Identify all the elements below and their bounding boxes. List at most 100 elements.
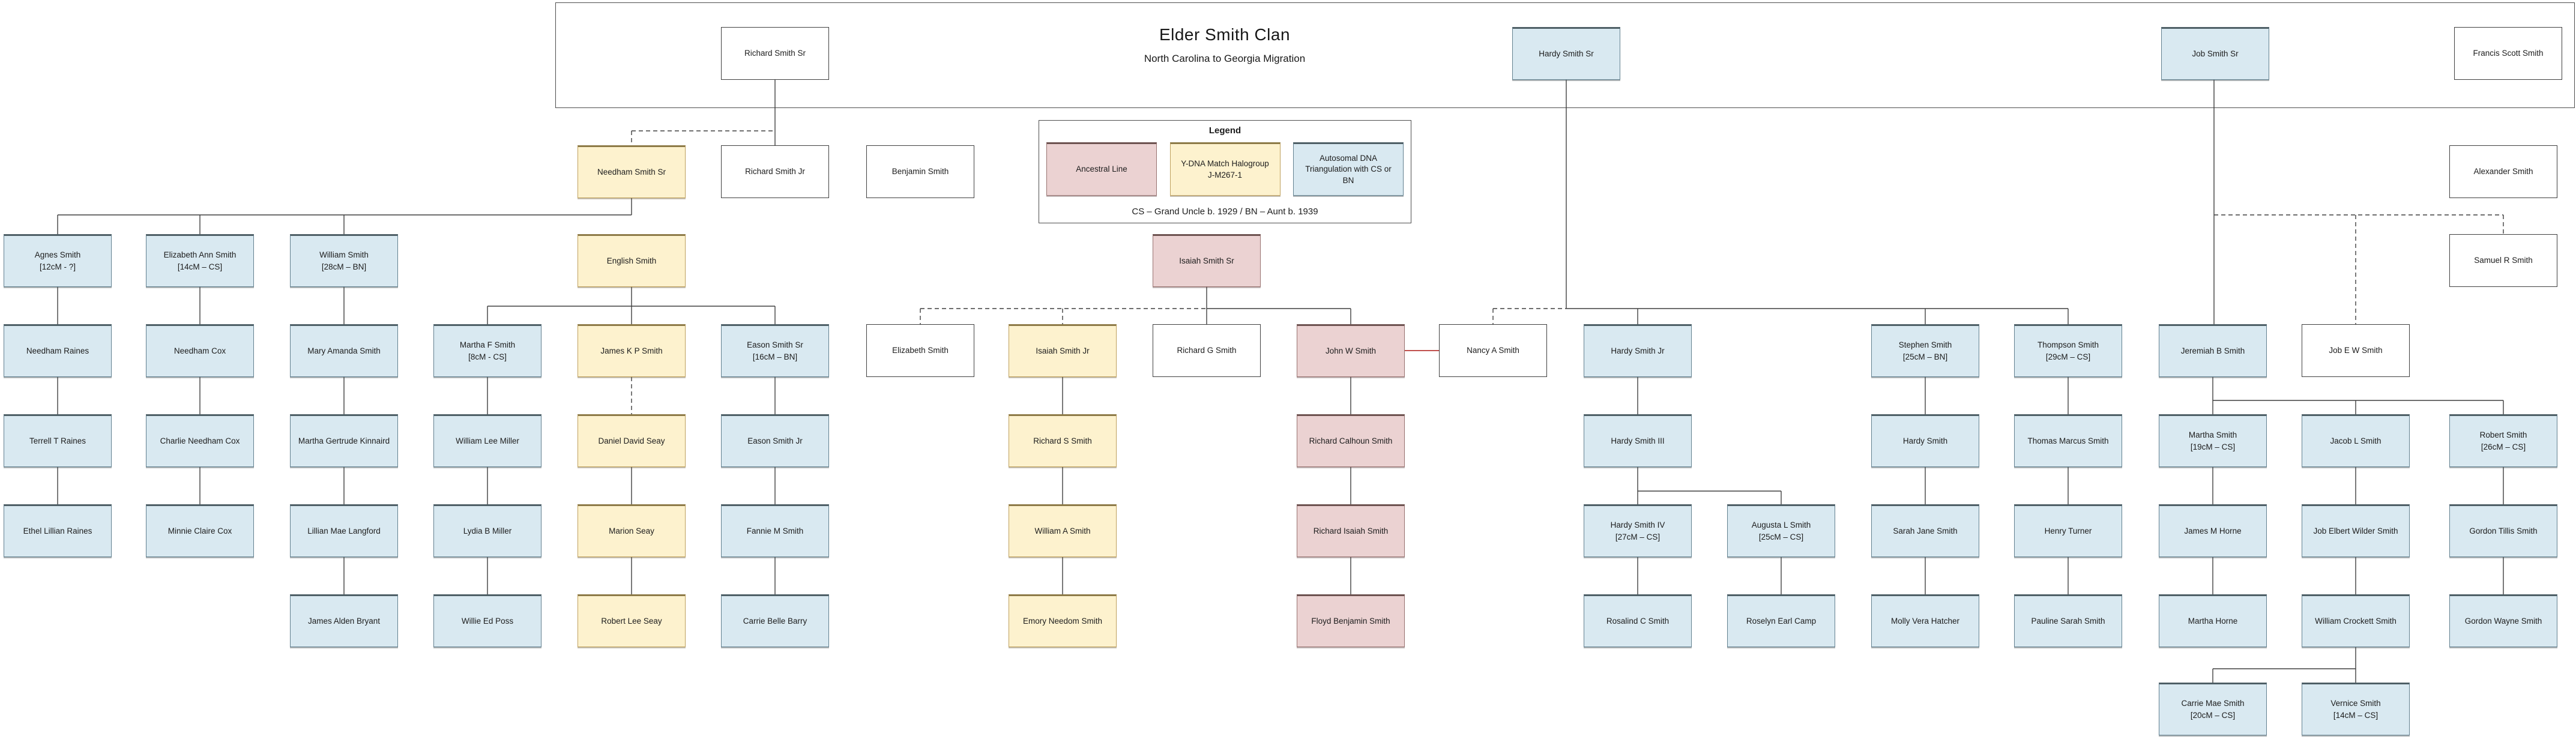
node-label: James Alden Bryant xyxy=(307,616,381,626)
node-cm-match-label: [25cM – CS] xyxy=(1758,532,1804,541)
node-label: Martha F Smith xyxy=(459,340,516,349)
tree-node-molly: Molly Vera Hatcher xyxy=(1871,594,1979,647)
tree-node-martha_horne: Martha Horne xyxy=(2159,594,2267,647)
tree-node-eason_jr: Eason Smith Jr xyxy=(721,414,829,467)
node-label: Jacob L Smith xyxy=(2330,436,2381,445)
tree-node-william: William Smith [28cM – BN] xyxy=(290,234,398,287)
node-label: Francis Scott Smith xyxy=(2473,48,2544,58)
node-label: Marion Seay xyxy=(609,526,654,535)
tree-node-martha_g: Martha Gertrude Kinnaird xyxy=(290,414,398,467)
node-label: William Crockett Smith xyxy=(2315,616,2397,626)
tree-node-henry: Henry Turner xyxy=(2014,504,2122,557)
title-block: Elder Smith Clan North Carolina to Georg… xyxy=(985,25,1465,65)
tree-node-job_elbert: Job Elbert Wilder Smith xyxy=(2302,504,2410,557)
tree-node-wm_crockett: William Crockett Smith xyxy=(2302,594,2410,647)
tree-node-hardy_jr: Hardy Smith Jr xyxy=(1584,324,1692,377)
node-cm-match-label: [8cM - CS] xyxy=(468,352,507,361)
tree-node-gordon_t: Gordon Tillis Smith xyxy=(2449,504,2557,557)
tree-node-marion: Marion Seay xyxy=(578,504,686,557)
node-label: Carrie Mae Smith xyxy=(2181,698,2245,708)
node-label: Richard G Smith xyxy=(1177,345,1237,355)
legend-footnote: CS – Grand Uncle b. 1929 / BN – Aunt b. … xyxy=(1132,207,1318,217)
legend-swatch-ancestral-line: Ancestral Line xyxy=(1046,142,1157,196)
tree-node-elizabeth_ann: Elizabeth Ann Smith[14cM – CS] xyxy=(146,234,254,287)
legend-items: Ancestral Line Y-DNA Match Halogroup J-M… xyxy=(1039,142,1411,196)
node-label: Pauline Sarah Smith xyxy=(2031,616,2105,626)
node-label: Jeremiah B Smith xyxy=(2180,346,2245,355)
node-label: Gordon Wayne Smith xyxy=(2464,616,2542,626)
tree-node-mary_amanda: Mary Amanda Smith xyxy=(290,324,398,377)
legend-swatch-ydna-match: Y-DNA Match Halogroup J-M267-1 xyxy=(1169,142,1280,196)
node-label: Augusta L Smith xyxy=(1751,520,1811,529)
tree-node-jacob: Jacob L Smith xyxy=(2302,414,2410,467)
tree-node-emory: Emory Needom Smith xyxy=(1009,594,1117,647)
node-label: Thompson Smith xyxy=(2037,340,2099,349)
node-label: Willie Ed Poss xyxy=(461,616,514,626)
tree-node-job_sr: Job Smith Sr xyxy=(2161,27,2269,80)
tree-node-james_bryant: James Alden Bryant xyxy=(290,594,398,647)
tree-node-sarah_jane: Sarah Jane Smith xyxy=(1871,504,1979,557)
tree-node-hardy_iv: Hardy Smith IV [27cM – CS] xyxy=(1584,504,1692,557)
tree-node-elizabeth: Elizabeth Smith xyxy=(866,324,974,377)
tree-node-martha_f: Martha F Smith [8cM - CS] xyxy=(433,324,541,377)
node-label: Isaiah Smith Jr xyxy=(1036,346,1090,355)
node-label: Henry Turner xyxy=(2044,526,2092,535)
node-cm-match-label: [29cM – CS] xyxy=(2045,352,2091,361)
legend: Legend Ancestral Line Y-DNA Match Halogr… xyxy=(1039,120,1411,223)
tree-node-eason_sr: Eason Smith Sr[16cM – BN] xyxy=(721,324,829,377)
tree-node-isaiah_jr: Isaiah Smith Jr xyxy=(1009,324,1117,377)
node-label: Elizabeth Ann Smith xyxy=(163,250,237,259)
node-label: Agnes Smith xyxy=(34,250,81,259)
node-label: Robert Smith xyxy=(2479,430,2527,439)
legend-title: Legend xyxy=(1208,125,1241,136)
tree-node-roselyn: Roselyn Earl Camp xyxy=(1727,594,1835,647)
tree-node-william_a: William A Smith xyxy=(1009,504,1117,557)
tree-node-job_ew: Job E W Smith xyxy=(2302,324,2410,377)
node-label: James M Horne xyxy=(2184,526,2242,535)
legend-swatch-autosomal-dna: Autosomal DNA Triangulation with CS or B… xyxy=(1293,142,1404,196)
node-cm-match-label: [28cM – BN] xyxy=(321,262,367,271)
node-label: Gordon Tillis Smith xyxy=(2469,526,2538,535)
tree-node-carrie_barry: Carrie Belle Barry xyxy=(721,594,829,647)
node-cm-match-label: [27cM – CS] xyxy=(1615,532,1661,541)
node-label: Needham Cox xyxy=(173,346,226,355)
node-label: Needham Raines xyxy=(26,346,89,355)
node-label: Job E W Smith xyxy=(2329,345,2383,355)
node-label: Floyd Benjamin Smith xyxy=(1311,616,1390,626)
tree-node-john_w: John W Smith xyxy=(1297,324,1405,377)
tree-node-agnes: Agnes Smith[12cM - ?] xyxy=(4,234,112,287)
tree-node-thompson: Thompson Smith [29cM – CS] xyxy=(2014,324,2122,377)
tree-node-carrie_mae: Carrie Mae Smith[20cM – CS] xyxy=(2159,683,2267,735)
node-label: Alexander Smith xyxy=(2473,166,2533,176)
tree-node-lillian: Lillian Mae Langford xyxy=(290,504,398,557)
tree-node-alexander: Alexander Smith xyxy=(2449,145,2557,198)
node-label: Mary Amanda Smith xyxy=(307,346,381,355)
tree-node-richard_i: Richard Isaiah Smith xyxy=(1297,504,1405,557)
tree-node-richard_s: Richard S Smith xyxy=(1009,414,1117,467)
node-label: Roselyn Earl Camp xyxy=(1746,616,1817,626)
node-label: John W Smith xyxy=(1325,346,1377,355)
node-cm-match-label: [19cM – CS] xyxy=(2190,442,2236,451)
tree-node-robert_seay: Robert Lee Seay xyxy=(578,594,686,647)
node-cm-match-label: [16cM – BN] xyxy=(752,352,798,361)
node-label: Martha Horne xyxy=(2188,616,2238,626)
tree-node-minnie: Minnie Claire Cox xyxy=(146,504,254,557)
node-label: Nancy A Smith xyxy=(1467,345,1519,355)
node-label: Job Elbert Wilder Smith xyxy=(2313,526,2398,535)
tree-node-lydia: Lydia B Miller xyxy=(433,504,541,557)
tree-node-nancy: Nancy A Smith xyxy=(1439,324,1547,377)
tree-node-wm_miller: William Lee Miller xyxy=(433,414,541,467)
node-label: William Smith xyxy=(319,250,369,259)
node-label: Eason Smith Jr xyxy=(747,436,803,445)
node-label: Charlie Needham Cox xyxy=(160,436,240,445)
node-label: Lydia B Miller xyxy=(463,526,512,535)
node-label: Molly Vera Hatcher xyxy=(1890,616,1960,626)
node-label: Hardy Smith IV xyxy=(1610,520,1665,529)
node-label: Daniel David Seay xyxy=(598,436,665,445)
tree-node-thomas_m: Thomas Marcus Smith xyxy=(2014,414,2122,467)
tree-node-richard_jr: Richard Smith Jr xyxy=(721,145,829,198)
node-label: Benjamin Smith xyxy=(891,166,949,176)
node-label: Sarah Jane Smith xyxy=(1893,526,1958,535)
node-label: Rosalind C Smith xyxy=(1606,616,1670,626)
